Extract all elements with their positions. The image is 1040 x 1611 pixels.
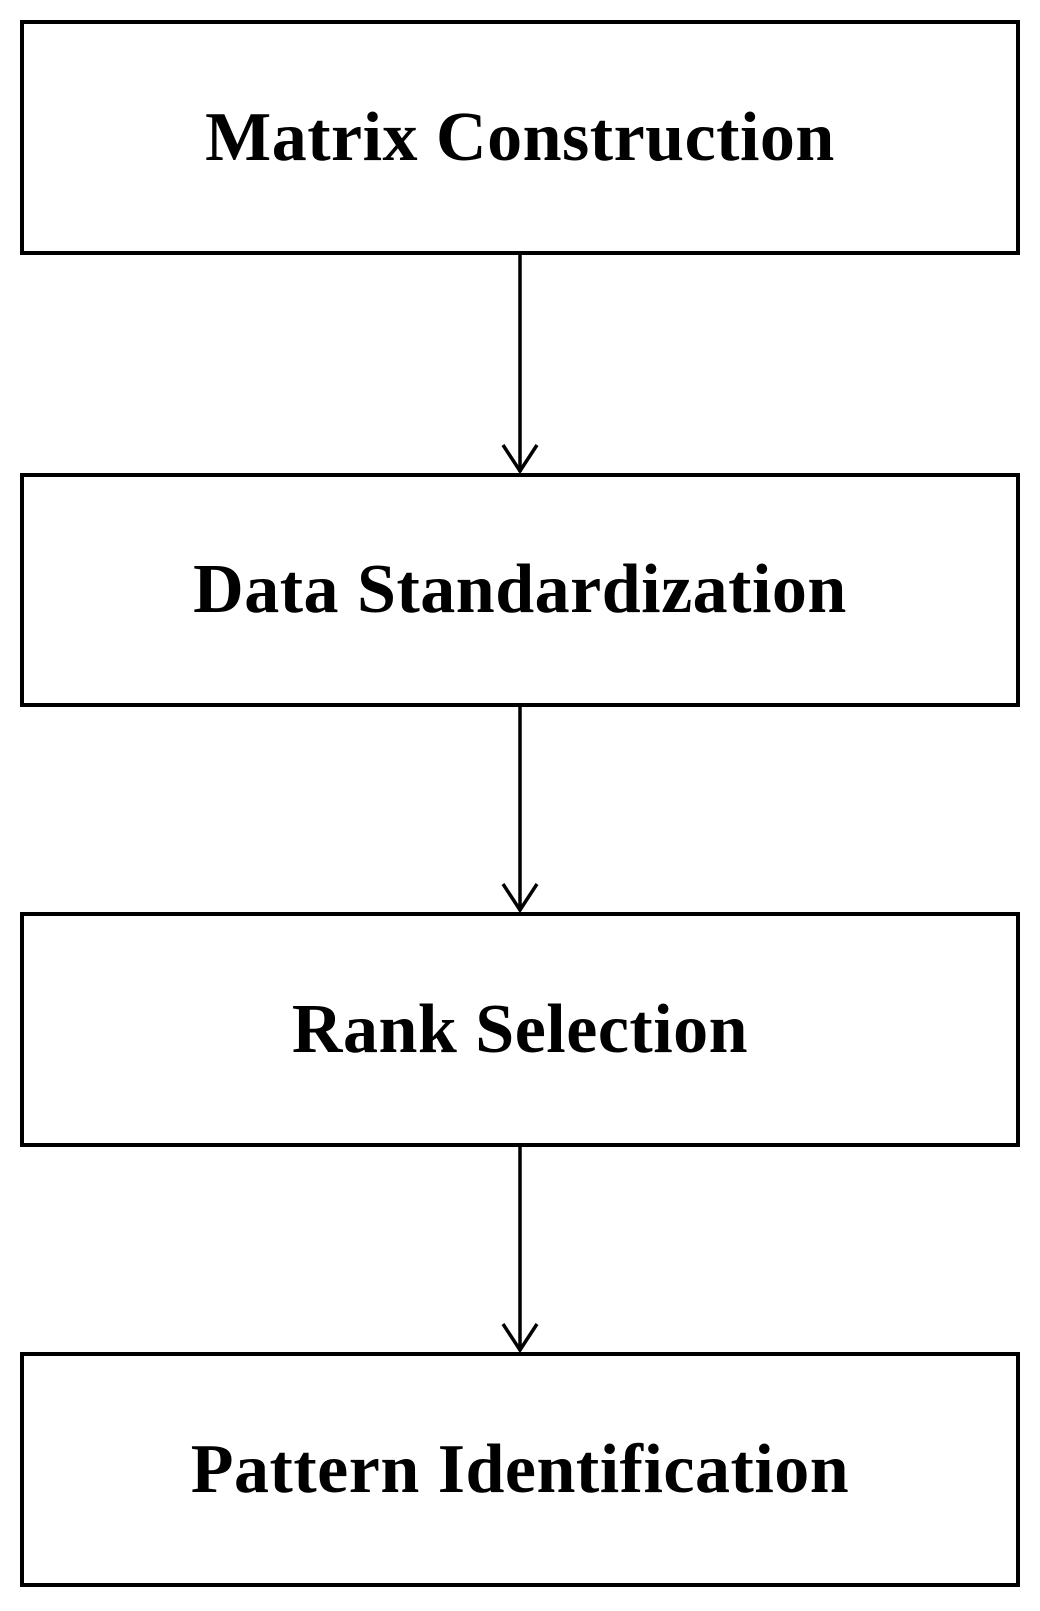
down-arrow-icon <box>501 1147 539 1352</box>
down-arrow-icon <box>501 255 539 473</box>
flow-node-label: Matrix Construction <box>205 98 835 176</box>
flow-node-rank-selection: Rank Selection <box>20 912 1020 1147</box>
flow-node-label: Data Standardization <box>193 551 847 628</box>
flow-node-label: Rank Selection <box>291 990 749 1068</box>
flow-node-label: Pattern Identification <box>190 1430 850 1508</box>
flow-node-data-standardization: Data Standardization <box>20 473 1020 707</box>
down-arrow-icon <box>501 707 539 912</box>
flow-node-matrix-construction: Matrix Construction <box>20 20 1020 255</box>
flow-node-pattern-identification: Pattern Identification <box>20 1352 1020 1587</box>
